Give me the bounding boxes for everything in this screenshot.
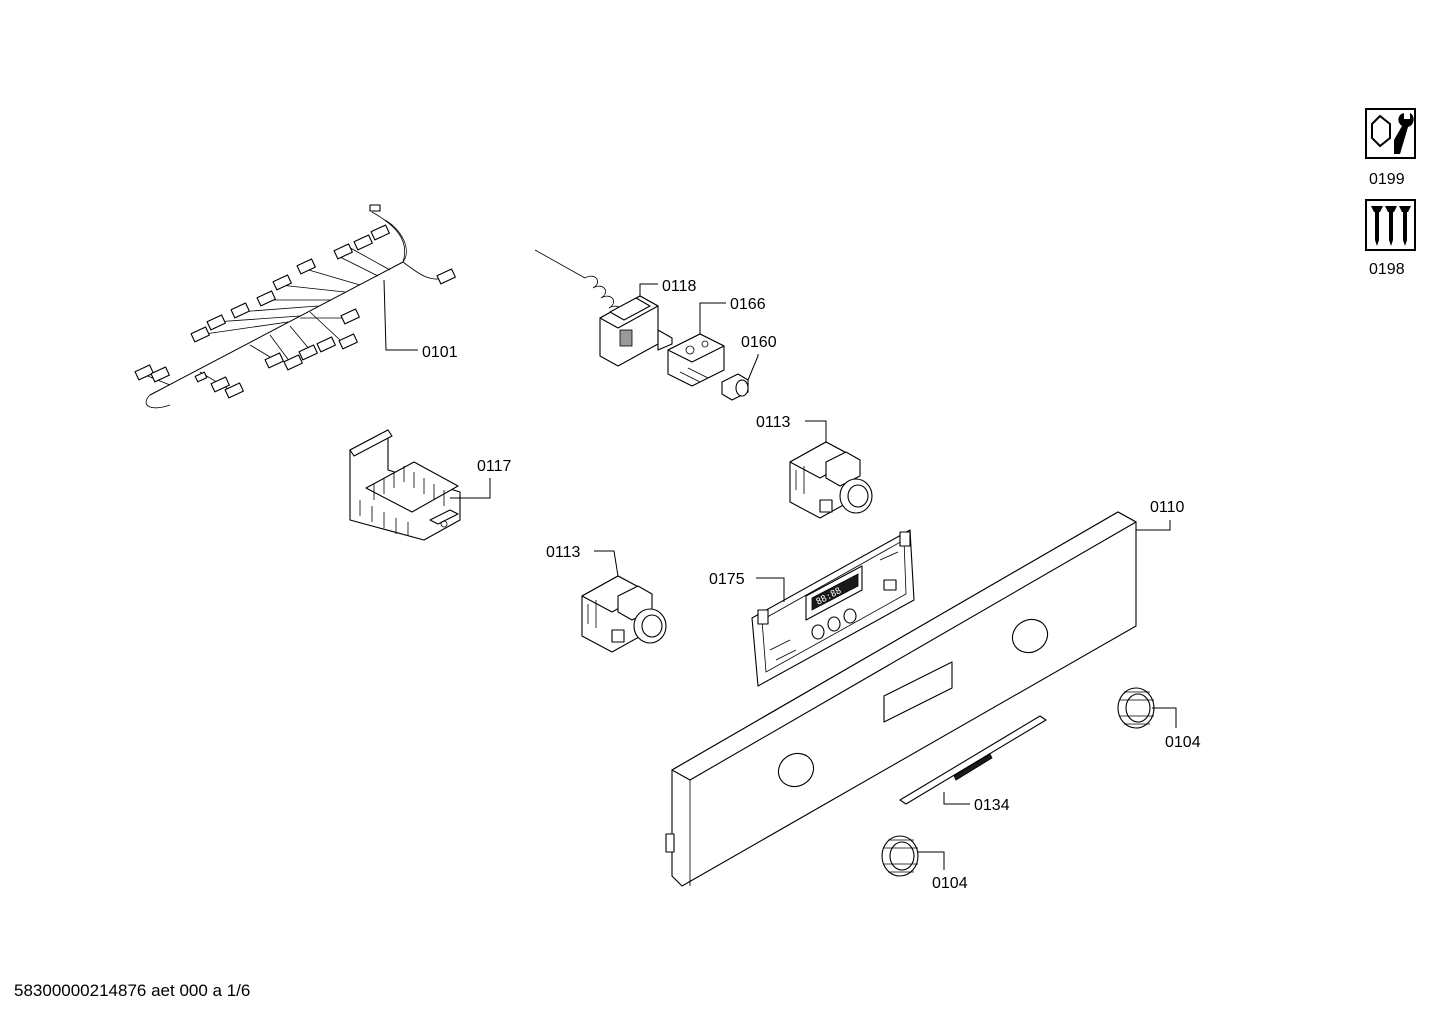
label-0113-lower: 0113 [546, 544, 581, 561]
label-0113-upper: 0113 [756, 414, 791, 431]
label-0175: 0175 [709, 571, 745, 588]
knob-ring-0104-lower [881, 835, 919, 877]
bracket-0166 [667, 333, 725, 387]
label-0199: 0199 [1369, 171, 1405, 188]
knob-ring-0104-right [1117, 687, 1155, 729]
rotary-switch-0113-lower [581, 575, 667, 653]
label-0110: 0110 [1150, 499, 1185, 516]
wrench-and-nut-icon [1365, 108, 1416, 159]
control-module-0175 [751, 529, 915, 687]
thermostat-0118 [534, 249, 673, 367]
document-footer: 58300000214876 aet 000 a 1/6 [14, 981, 251, 1000]
function-selector-0117 [349, 429, 461, 541]
control-panel-0110 [665, 511, 1137, 887]
label-0118: 0118 [662, 278, 697, 295]
part-labels: 0101 0118 0166 0160 0113 0117 0110 0113 … [422, 278, 1201, 892]
screws-icon [1365, 199, 1416, 251]
label-0104-lower: 0104 [932, 875, 968, 892]
wiring-harness-0101 [134, 204, 456, 409]
label-0101: 0101 [422, 344, 458, 361]
leader-lines [383, 279, 1177, 870]
label-0166: 0166 [730, 296, 766, 313]
rotary-switch-0113-upper [789, 441, 873, 519]
badge-strip-0134 [899, 715, 1047, 805]
lamp-holder-0160 [721, 373, 749, 401]
label-0134: 0134 [974, 797, 1010, 814]
label-0198: 0198 [1369, 261, 1405, 278]
label-0104-right: 0104 [1165, 734, 1201, 751]
label-0160: 0160 [741, 334, 777, 351]
label-0117: 0117 [477, 458, 512, 475]
